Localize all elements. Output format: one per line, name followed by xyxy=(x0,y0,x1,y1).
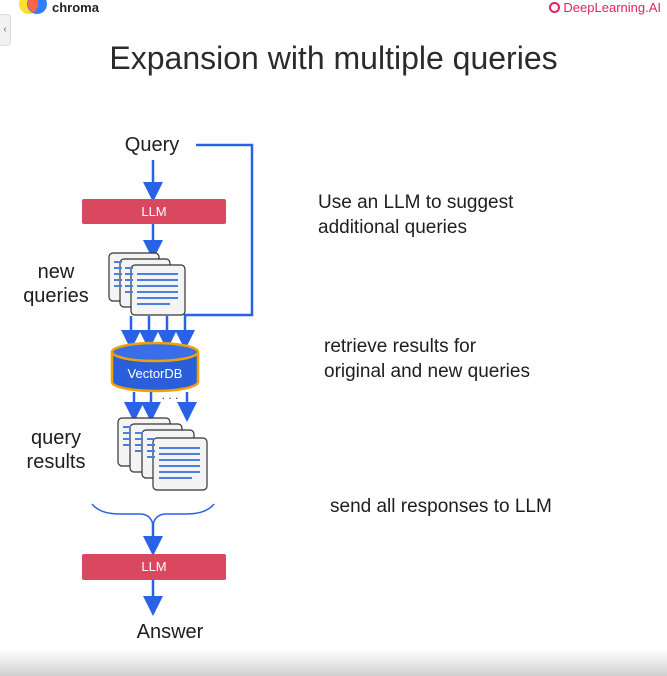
arrow-query-bypass xyxy=(175,143,254,350)
chroma-logo-icon xyxy=(19,0,47,14)
llm-bottom-box: LLM xyxy=(82,554,226,580)
new-queries-label-line1: new xyxy=(37,261,75,283)
new-queries-label: new queries xyxy=(8,260,104,308)
deeplearning-brand-text: DeepLearning.AI xyxy=(563,0,661,15)
query-results-label: query results xyxy=(8,426,104,474)
query-results-docs-icon xyxy=(117,417,208,491)
slide-title: Expansion with multiple queries xyxy=(109,40,558,76)
side-panel-toggle[interactable]: ‹ xyxy=(0,14,11,46)
merge-brace xyxy=(91,503,215,527)
description-step3: send all responses to LLM xyxy=(330,496,552,517)
query-label: Query xyxy=(124,134,180,156)
description-step1-line2: additional queries xyxy=(318,217,467,238)
arrows-vectordb-to-results xyxy=(124,392,197,422)
answer-label: Answer xyxy=(136,621,204,643)
description-step1-line1: Use an LLM to suggest xyxy=(318,192,514,213)
deeplearning-logo: DeepLearning.AI xyxy=(549,0,661,15)
new-queries-docs-icon xyxy=(108,252,186,316)
query-results-label-line1: query xyxy=(30,427,82,449)
results-ellipsis: . . . xyxy=(162,388,179,402)
bottom-shade xyxy=(0,650,667,676)
query-results-label-line2: results xyxy=(26,451,86,473)
description-step2-line1: retrieve results for xyxy=(324,336,477,357)
description-step2: retrieve results for original and new qu… xyxy=(324,334,530,384)
vectordb-cylinder-icon xyxy=(110,341,200,393)
arrows-queries-to-vectordb xyxy=(121,316,177,350)
vectordb-label: VectorDB xyxy=(128,366,183,381)
chroma-brand-text: chroma xyxy=(52,0,99,15)
new-queries-label-line2: queries xyxy=(23,285,89,307)
description-step1: Use an LLM to suggest additional queries xyxy=(318,190,513,240)
llm-top-box: LLM xyxy=(82,199,226,224)
top-bar: chroma DeepLearning.AI xyxy=(0,0,667,18)
deeplearning-mark-icon xyxy=(549,2,561,13)
description-step2-line2: original and new queries xyxy=(324,361,530,382)
